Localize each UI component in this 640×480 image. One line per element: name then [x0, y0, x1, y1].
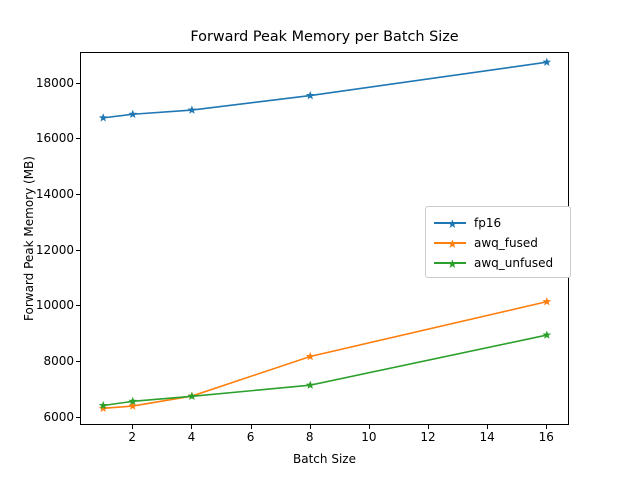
x-tick-mark — [487, 425, 489, 429]
data-point-marker — [542, 297, 552, 306]
data-point-marker — [305, 380, 315, 389]
y-tick-mark — [76, 193, 80, 195]
x-tick-mark — [250, 425, 252, 429]
data-point-marker — [98, 403, 108, 413]
y-tick-label: 16000 — [35, 131, 74, 146]
data-point-marker — [542, 330, 552, 339]
legend-swatch-line-marker-0: ★ — [434, 217, 466, 231]
series-line-fp16 — [103, 61, 547, 119]
y-tick-label: 6000 — [43, 409, 74, 424]
star-marker-icon: ★ — [447, 237, 458, 251]
y-tick-label: 18000 — [35, 75, 74, 90]
data-point-marker — [98, 400, 108, 410]
legend: ★ fp16 ★ awq_fused ★ awq_unfused — [425, 206, 571, 278]
legend-item-1[interactable]: ★ awq_fused — [434, 233, 562, 253]
y-axis-tick-labels: 6000 8000 10000 12000 14000 16000 18000 — [0, 0, 74, 480]
x-tick-label: 16 — [538, 430, 554, 444]
legend-label-2: awq_unfused — [474, 256, 554, 270]
y-tick-mark — [76, 361, 80, 362]
x-tick-label: 2 — [128, 430, 137, 444]
series-line-awq_fused — [103, 300, 548, 410]
y-tick-label: 8000 — [43, 354, 74, 368]
legend-line-2 — [434, 262, 466, 264]
y-tick-label: 10000 — [35, 298, 74, 313]
x-tick-label: 6 — [246, 430, 255, 444]
x-tick-mark — [309, 425, 311, 429]
y-axis-label: Forward Peak Memory (MB) — [22, 156, 36, 321]
x-tick-mark — [368, 425, 370, 429]
x-tick-label: 10 — [361, 430, 377, 444]
data-point-marker — [187, 391, 197, 401]
y-tick-label: 12000 — [35, 242, 74, 257]
data-point-marker — [187, 105, 197, 114]
data-point-marker — [305, 91, 315, 100]
x-tick-mark — [428, 425, 429, 429]
x-tick-mark — [191, 425, 193, 429]
legend-swatch-line-marker-1: ★ — [434, 237, 466, 251]
data-point-marker — [305, 351, 315, 361]
legend-label-0: fp16 — [474, 216, 502, 230]
legend-label-1: awq_fused — [474, 236, 538, 250]
data-point-marker — [128, 401, 138, 410]
legend-line-0 — [434, 222, 466, 224]
chart-title: Forward Peak Memory per Batch Size — [190, 29, 459, 45]
y-tick-label: 14000 — [35, 186, 74, 201]
x-tick-mark — [546, 425, 548, 429]
legend-item-0[interactable]: ★ fp16 — [434, 213, 562, 233]
y-tick-mark — [76, 249, 80, 251]
data-point-marker — [128, 109, 138, 118]
star-marker-icon: ★ — [447, 217, 458, 231]
x-tick-mark — [132, 425, 134, 429]
legend-swatch-line-marker-2: ★ — [434, 257, 466, 271]
data-point-marker — [542, 57, 552, 66]
x-tick-label: 12 — [420, 430, 436, 444]
series-line-awq_unfused — [103, 334, 547, 407]
data-point-marker — [128, 396, 138, 406]
y-tick-mark — [76, 305, 80, 307]
x-tick-label: 14 — [479, 430, 495, 444]
data-point-marker — [98, 113, 108, 122]
star-marker-icon: ★ — [447, 257, 458, 271]
y-tick-mark — [76, 82, 80, 84]
x-tick-label: 4 — [187, 430, 196, 444]
legend-line-1 — [434, 242, 466, 244]
y-tick-mark — [76, 138, 80, 140]
legend-item-2[interactable]: ★ awq_unfused — [434, 253, 562, 273]
y-tick-mark — [76, 416, 80, 418]
series-lines — [98, 57, 552, 413]
x-tick-label: 8 — [305, 430, 314, 444]
plot-clip — [81, 53, 568, 424]
x-axis-label: Batch Size — [293, 452, 356, 466]
